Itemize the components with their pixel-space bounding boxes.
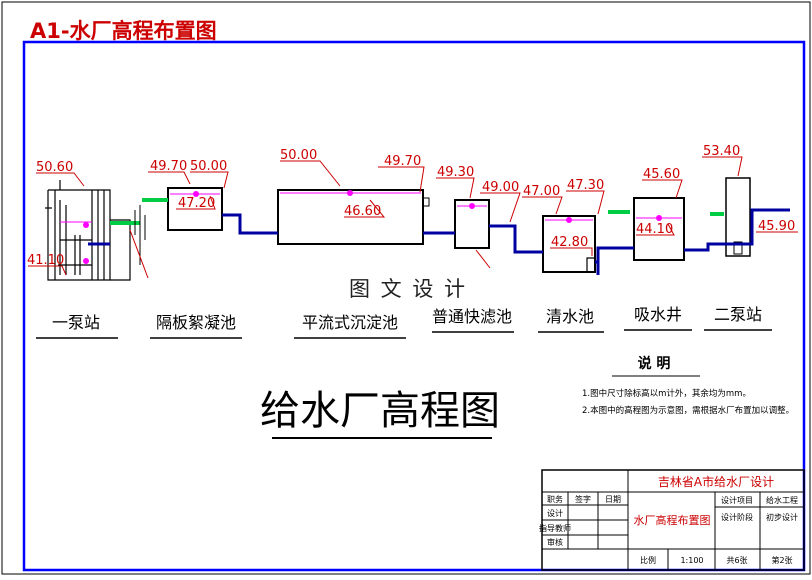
- elevation-label: 45.90: [758, 219, 795, 234]
- structure-label: 吸水井: [634, 305, 682, 324]
- elevation-label: 53.40: [703, 144, 740, 159]
- elevation-label: 49.70: [150, 159, 187, 174]
- water-level-marker: [83, 258, 89, 264]
- elevation-label: 47.30: [567, 178, 604, 193]
- elevation-labels: 50.60 41.10 49.70 50.00 47.20 50.00 49.7…: [27, 144, 795, 268]
- notes-heading: 说 明: [638, 355, 671, 372]
- structure-label: 二泵站: [714, 305, 762, 324]
- watermark-text: 图 文 设 计: [349, 277, 467, 301]
- signature-header: 签字: [575, 494, 591, 504]
- elevation-label: 49.70: [384, 154, 421, 169]
- elevation-label: 47.00: [523, 184, 560, 199]
- structure-label: 隔板絮凝池: [156, 313, 236, 332]
- page-title: A1-水厂高程布置图: [30, 19, 217, 43]
- elevation-label: 47.20: [178, 196, 215, 211]
- project-value: 给水工程: [766, 495, 798, 505]
- pump-station-2: [725, 177, 751, 257]
- drawing-title: 水厂高程布置图: [634, 513, 711, 527]
- water-level-marker: [83, 222, 89, 228]
- date-header: 日期: [605, 495, 621, 504]
- sheet-number: 第2张: [771, 555, 792, 565]
- water-level-marker: [193, 191, 199, 197]
- suction-well: [633, 197, 685, 261]
- structure-label: 清水池: [546, 307, 594, 326]
- pump-unit: [733, 241, 743, 255]
- water-level-marker: [469, 203, 475, 209]
- elevation-label: 41.10: [27, 253, 64, 268]
- sedimentation-tank: [277, 189, 424, 245]
- scale-label: 比例: [640, 555, 656, 565]
- role-header: 职务: [547, 494, 563, 504]
- note-item: 1.图中尺寸除标高以m计外，其余均为mm。: [582, 388, 751, 399]
- elevation-label: 50.60: [36, 160, 73, 175]
- label-underlines: [36, 329, 772, 339]
- process-pipeline: [88, 208, 790, 275]
- institution-name: 吉林省A市给水厂设计: [658, 474, 774, 489]
- flocculation-tank: [167, 187, 223, 231]
- elevation-label: 50.00: [280, 148, 317, 163]
- water-level-marker: [566, 217, 572, 223]
- scale-value: 1:100: [680, 556, 703, 565]
- elevation-label: 46.60: [344, 204, 381, 219]
- advisor-label: 指导教师: [539, 523, 571, 533]
- total-sheets: 共6张: [726, 556, 747, 565]
- elevation-label: 49.30: [437, 165, 474, 180]
- stage-value: 初步设计: [766, 512, 798, 522]
- elevation-label: 42.80: [551, 235, 588, 250]
- structure-label: 一泵站: [52, 313, 100, 332]
- stage-label: 设计阶段: [721, 512, 753, 522]
- drawing-frame: [22, 40, 806, 572]
- structure-label: 普通快滤池: [432, 307, 512, 326]
- elevation-leaders: [28, 156, 798, 279]
- structure-names: 一泵站 隔板絮凝池 平流式沉淀池 普通快滤池 清水池 吸水井 二泵站: [52, 305, 762, 332]
- water-level-marker: [347, 190, 353, 196]
- reviewer-label: 审核: [547, 537, 563, 547]
- water-level-marker: [656, 215, 662, 221]
- structure-label: 平流式沉淀池: [302, 313, 398, 332]
- clear-water-tank: [542, 215, 596, 273]
- tank-sump: [586, 257, 595, 272]
- outlet-weir: [422, 197, 430, 207]
- elevation-label: 45.60: [643, 167, 680, 182]
- title-block: 吉林省A市给水厂设计 水厂高程布置图 职务 签字 日期 设计 指导教师 审核 设…: [539, 469, 805, 571]
- designer-label: 设计: [547, 508, 563, 518]
- pump-station-1: [45, 180, 131, 281]
- note-item: 2.本图中的高程图为示意图，需根据水厂布置加以调整。: [582, 405, 794, 416]
- rapid-filter: [454, 199, 490, 249]
- elevation-label: 44.10: [636, 222, 673, 237]
- main-title: 给水厂高程图: [260, 388, 500, 434]
- elevation-label: 49.00: [482, 180, 519, 195]
- project-label: 设计项目: [721, 495, 753, 505]
- pipe-fitting: [134, 205, 146, 265]
- elevation-label: 50.00: [190, 159, 227, 174]
